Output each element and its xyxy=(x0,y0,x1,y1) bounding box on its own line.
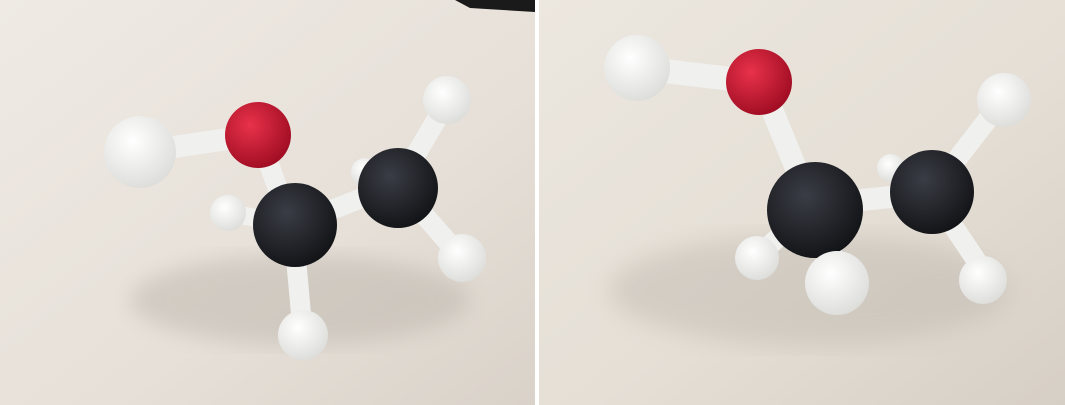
photo-left xyxy=(0,0,535,405)
hydrogen-atom xyxy=(278,310,328,360)
hydrogen-atom xyxy=(604,35,670,101)
hydrogen-atom xyxy=(423,76,471,124)
hydrogen-atom xyxy=(735,236,779,280)
photo-divider xyxy=(535,0,539,405)
carbon-atom xyxy=(253,183,337,267)
oxygen-atom xyxy=(225,102,291,168)
hydrogen-atom xyxy=(104,116,176,188)
photo-left-canvas xyxy=(0,0,535,405)
carbon-atom xyxy=(358,148,438,228)
oxygen-atom xyxy=(726,49,792,115)
table-edge xyxy=(455,0,535,12)
carbon-atom xyxy=(890,150,974,234)
hydrogen-atom xyxy=(438,234,486,282)
hydrogen-atom xyxy=(210,195,246,231)
hydrogen-atom xyxy=(959,256,1007,304)
molecule-model xyxy=(104,76,486,360)
hydrogen-atom xyxy=(977,73,1031,127)
carbon-atom xyxy=(767,162,863,258)
photo-right xyxy=(539,0,1065,405)
photo-right-canvas xyxy=(539,0,1065,405)
molecule-model xyxy=(604,35,1031,315)
hydrogen-atom xyxy=(805,251,869,315)
